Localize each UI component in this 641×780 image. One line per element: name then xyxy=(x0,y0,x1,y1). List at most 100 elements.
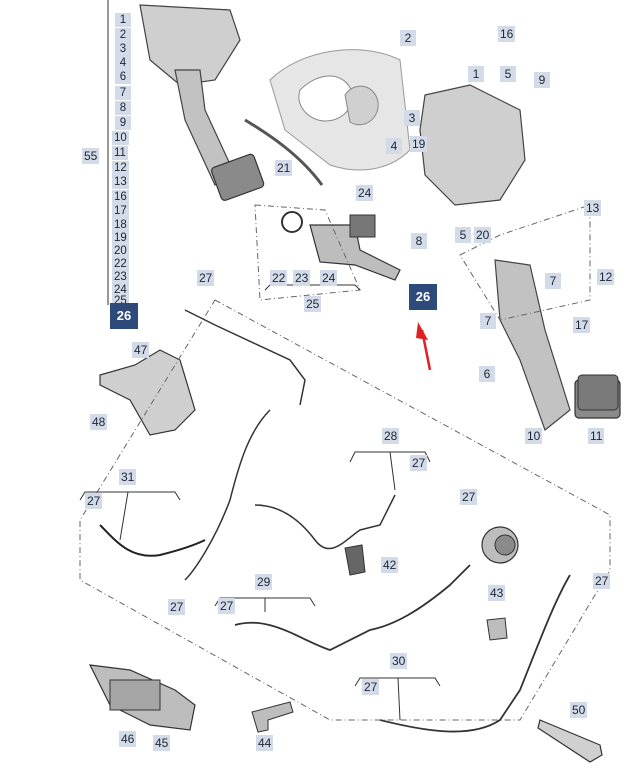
label-46: 46 xyxy=(119,731,137,747)
label-55: 55 xyxy=(82,148,100,164)
column-label-8: 8 xyxy=(115,101,131,115)
label-6: 6 xyxy=(479,366,495,382)
damper-42 xyxy=(344,544,366,576)
label-30: 30 xyxy=(390,653,408,669)
label-24b: 24 xyxy=(320,270,338,286)
label-3: 3 xyxy=(404,110,420,126)
column-label-3: 3 xyxy=(115,42,131,56)
column-label-10: 10 xyxy=(112,131,129,145)
label-31: 31 xyxy=(119,469,137,485)
leader-29 xyxy=(214,597,316,612)
label-27b: 27 xyxy=(410,455,428,471)
label-12: 12 xyxy=(597,269,615,285)
reservoir xyxy=(349,214,376,238)
hose-31 xyxy=(99,524,206,557)
column-label-16: 16 xyxy=(112,190,129,204)
hose-29 xyxy=(234,564,471,651)
label-10: 10 xyxy=(525,428,543,444)
label-11: 11 xyxy=(588,428,605,444)
brake-bracket xyxy=(419,84,526,206)
column-label-12: 12 xyxy=(112,161,129,175)
column-label-1: 1 xyxy=(115,13,131,27)
label-27g: 27 xyxy=(218,598,236,614)
frame-brake xyxy=(459,204,591,321)
brake-pedal-arm xyxy=(494,259,571,431)
label-24a: 24 xyxy=(356,185,374,201)
label-27f: 27 xyxy=(168,599,186,615)
label-27e: 27 xyxy=(593,573,611,589)
leader-30 xyxy=(354,677,441,721)
leader-31 xyxy=(79,491,181,541)
grease-tube xyxy=(537,719,603,763)
column-label-9: 9 xyxy=(115,116,131,130)
column-label-6: 6 xyxy=(115,70,131,84)
label-1: 1 xyxy=(468,66,484,82)
column-label-22: 22 xyxy=(112,257,129,271)
label-7a: 7 xyxy=(545,273,561,289)
pipe-28 xyxy=(254,494,396,550)
label-7b: 7 xyxy=(480,313,496,329)
label-27c: 27 xyxy=(460,489,478,505)
label-22: 22 xyxy=(270,270,288,286)
pipe-upper xyxy=(184,309,306,406)
hose-30 xyxy=(379,574,571,733)
callout-arrowhead xyxy=(416,322,428,340)
label-27h: 27 xyxy=(362,679,380,695)
label-47: 47 xyxy=(132,342,150,358)
label-23: 23 xyxy=(293,270,311,286)
column-label-19: 19 xyxy=(112,231,129,245)
leader-28 xyxy=(349,451,431,491)
label-45: 45 xyxy=(153,735,171,751)
clip-43 xyxy=(486,617,508,641)
column-label-17: 17 xyxy=(112,204,129,218)
pipe-mid xyxy=(184,409,271,581)
column-label-23: 23 xyxy=(112,270,129,284)
label-16: 16 xyxy=(498,26,516,42)
pedal-bracket xyxy=(139,4,241,86)
label-19: 19 xyxy=(410,136,428,152)
label-44: 44 xyxy=(256,735,274,751)
column-label-4: 4 xyxy=(115,56,131,70)
label-43: 43 xyxy=(488,585,506,601)
clutch-pedal-pad xyxy=(211,153,265,201)
seal-ring xyxy=(281,211,303,233)
column-label-18: 18 xyxy=(112,218,129,232)
firewall-hole xyxy=(298,75,353,122)
frame-main xyxy=(79,299,611,721)
label-17: 17 xyxy=(573,317,591,333)
release-unit-body xyxy=(109,679,161,711)
hose-21 xyxy=(244,118,324,186)
leader-25 xyxy=(264,284,361,291)
label-28: 28 xyxy=(382,428,400,444)
column-label-2: 2 xyxy=(115,28,131,42)
label-26-highlight: 26 xyxy=(409,284,437,310)
column-label-7: 7 xyxy=(115,86,131,100)
label-50: 50 xyxy=(570,702,588,718)
label-27d: 27 xyxy=(85,493,103,509)
pedal-cover xyxy=(577,374,619,411)
label-5b: 5 xyxy=(455,227,471,243)
label-5a: 5 xyxy=(500,66,516,82)
slave-cylinder-hub xyxy=(494,534,516,556)
firewall-hole-2 xyxy=(344,85,379,126)
label-9: 9 xyxy=(534,72,550,88)
t-piece-44 xyxy=(251,701,294,733)
bracket-47 xyxy=(99,349,196,436)
label-2: 2 xyxy=(400,30,416,46)
column-label-13: 13 xyxy=(112,175,129,189)
label-8: 8 xyxy=(411,233,427,249)
label-13: 13 xyxy=(584,200,602,216)
label-25: 25 xyxy=(304,296,322,312)
label-48: 48 xyxy=(90,414,108,430)
column-label-20: 20 xyxy=(112,244,129,258)
label-4: 4 xyxy=(386,138,402,154)
label-42: 42 xyxy=(381,557,399,573)
label-29: 29 xyxy=(255,574,273,590)
label-27a: 27 xyxy=(197,270,215,286)
column-label-26: 26 xyxy=(110,303,138,329)
label-21: 21 xyxy=(275,160,293,176)
label-20: 20 xyxy=(474,227,492,243)
column-label-24: 24 xyxy=(112,283,129,297)
column-label-11: 11 xyxy=(112,146,128,160)
